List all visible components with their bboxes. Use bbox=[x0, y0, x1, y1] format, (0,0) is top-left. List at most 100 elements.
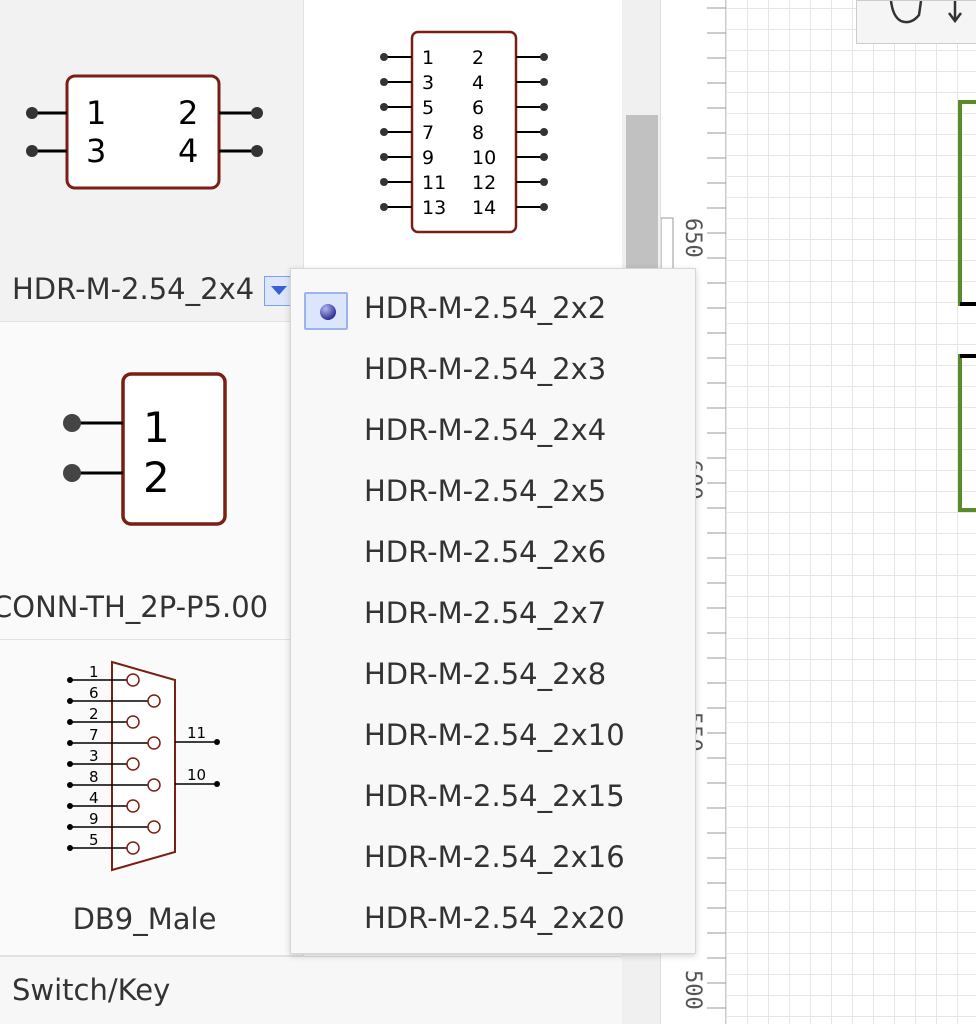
canvas-component-outline bbox=[958, 354, 976, 512]
pin-label: 5 bbox=[422, 97, 434, 119]
pin-dot bbox=[540, 53, 548, 61]
package-dropdown-menu: HDR-M-2.54_2x2 HDR-M-2.54_2x3 HDR-M-2.54… bbox=[290, 268, 696, 954]
pin-label: 1 bbox=[89, 663, 99, 681]
pin-label: 10 bbox=[187, 766, 206, 784]
pin-label: 1 bbox=[143, 403, 170, 452]
dropdown-option[interactable]: HDR-M-2.54_2x20 bbox=[291, 889, 695, 947]
hdr-2x2-symbol: 1 2 3 4 bbox=[26, 74, 263, 190]
conn-2p-symbol: 1 2 bbox=[63, 372, 227, 526]
pin-dot bbox=[67, 803, 73, 809]
dropdown-option-label: HDR-M-2.54_2x8 bbox=[364, 657, 607, 691]
canvas-component-outline bbox=[958, 100, 976, 306]
pin-socket bbox=[147, 694, 161, 708]
pin-dot bbox=[540, 203, 548, 211]
dropdown-option[interactable]: HDR-M-2.54_2x2 bbox=[291, 279, 695, 337]
pin-socket bbox=[126, 673, 140, 687]
pin-dot bbox=[67, 740, 73, 746]
pin-dot bbox=[380, 178, 388, 186]
pin-label: 13 bbox=[422, 197, 446, 219]
dropdown-option[interactable]: HDR-M-2.54_2x5 bbox=[291, 462, 695, 520]
pin-label: 9 bbox=[89, 810, 99, 828]
pin-dot bbox=[380, 78, 388, 86]
pin-socket bbox=[126, 757, 140, 771]
dropdown-option-label: HDR-M-2.54_2x7 bbox=[364, 596, 607, 630]
pin-dot bbox=[540, 78, 548, 86]
component-name: DB9_Male bbox=[72, 902, 217, 936]
package-dropdown-button[interactable] bbox=[264, 276, 294, 306]
pin-dot bbox=[540, 103, 548, 111]
component-cell-conn-th-2p[interactable]: 1 2 CONN-TH_2P-P5.00 bbox=[0, 322, 304, 640]
pin-dot bbox=[67, 782, 73, 788]
pin-label: 12 bbox=[472, 172, 496, 194]
pin-dot bbox=[67, 677, 73, 683]
pin-label: 2 bbox=[178, 94, 198, 132]
pin-dot bbox=[540, 153, 548, 161]
pin-label: 2 bbox=[472, 47, 484, 69]
pin-socket bbox=[126, 841, 140, 855]
pin-socket bbox=[147, 820, 161, 834]
pin-label: 4 bbox=[89, 789, 99, 807]
dropdown-option[interactable]: HDR-M-2.54_2x4 bbox=[291, 401, 695, 459]
dropdown-option[interactable]: HDR-M-2.54_2x6 bbox=[291, 523, 695, 581]
component-name: CONN-TH_2P-P5.00 bbox=[0, 590, 269, 624]
dropdown-option-label: HDR-M-2.54_2x15 bbox=[364, 779, 625, 813]
selected-radio-icon bbox=[304, 292, 348, 330]
pin-label: 7 bbox=[422, 122, 434, 144]
dropdown-option-label: HDR-M-2.54_2x10 bbox=[364, 718, 625, 752]
chevron-down-icon bbox=[271, 286, 287, 295]
pin-dot bbox=[380, 153, 388, 161]
pin-label: 3 bbox=[86, 132, 106, 170]
component-cell-hdr-2x4[interactable]: 1 2 3 4 HDR-M-2.54_2x4 bbox=[0, 0, 304, 322]
canvas-toolbar bbox=[856, 0, 976, 44]
pin-label: 9 bbox=[422, 147, 434, 169]
pin-dot bbox=[67, 761, 73, 767]
dropdown-option[interactable]: HDR-M-2.54_2x3 bbox=[291, 340, 695, 398]
pin-label: 8 bbox=[89, 768, 99, 786]
arrow-icon[interactable] bbox=[945, 1, 965, 31]
pin-label: 4 bbox=[472, 72, 484, 94]
dropdown-option-label: HDR-M-2.54_2x6 bbox=[364, 535, 607, 569]
pin-dot bbox=[380, 103, 388, 111]
dropdown-option-label: HDR-M-2.54_2x5 bbox=[364, 474, 607, 508]
category-row-switch-key[interactable]: Switch/Key bbox=[0, 956, 622, 1024]
dropdown-option[interactable]: HDR-M-2.54_2x15 bbox=[291, 767, 695, 825]
dropdown-option[interactable]: HDR-M-2.54_2x16 bbox=[291, 828, 695, 886]
pin-label: 14 bbox=[472, 197, 496, 219]
pin-socket bbox=[147, 736, 161, 750]
pin-label: 10 bbox=[472, 147, 496, 169]
pin-dot bbox=[380, 203, 388, 211]
pin-dot bbox=[67, 698, 73, 704]
pin-label: 7 bbox=[89, 726, 99, 744]
schematic-canvas[interactable] bbox=[726, 0, 976, 1024]
pin-dot bbox=[540, 128, 548, 136]
pin-label: 2 bbox=[143, 453, 170, 502]
pin-dot bbox=[540, 178, 548, 186]
pin-dot bbox=[214, 781, 220, 787]
pin-label: 4 bbox=[178, 132, 198, 170]
dropdown-option-label: HDR-M-2.54_2x2 bbox=[364, 291, 607, 325]
dropdown-option[interactable]: HDR-M-2.54_2x10 bbox=[291, 706, 695, 764]
dropdown-option-label: HDR-M-2.54_2x16 bbox=[364, 840, 625, 874]
dropdown-option-label: HDR-M-2.54_2x4 bbox=[364, 413, 607, 447]
pin-dot bbox=[214, 739, 220, 745]
pin-label: 3 bbox=[89, 747, 99, 765]
pin-label: 1 bbox=[422, 47, 434, 69]
pin-socket bbox=[126, 715, 140, 729]
dropdown-option[interactable]: HDR-M-2.54_2x7 bbox=[291, 584, 695, 642]
component-name: HDR-M-2.54_2x4 bbox=[12, 272, 255, 306]
pin-label: 3 bbox=[422, 72, 434, 94]
category-label: Switch/Key bbox=[12, 973, 171, 1007]
pin-socket bbox=[126, 799, 140, 813]
pin-dot bbox=[67, 719, 73, 725]
dropdown-option[interactable]: HDR-M-2.54_2x8 bbox=[291, 645, 695, 703]
ruler-label: 500 bbox=[680, 970, 705, 1010]
pin-label: 11 bbox=[187, 724, 206, 742]
pin-dot bbox=[67, 845, 73, 851]
hand-icon[interactable] bbox=[887, 1, 927, 31]
pin-label: 1 bbox=[86, 94, 106, 132]
pin-label: 6 bbox=[472, 97, 484, 119]
pin-dot bbox=[67, 824, 73, 830]
